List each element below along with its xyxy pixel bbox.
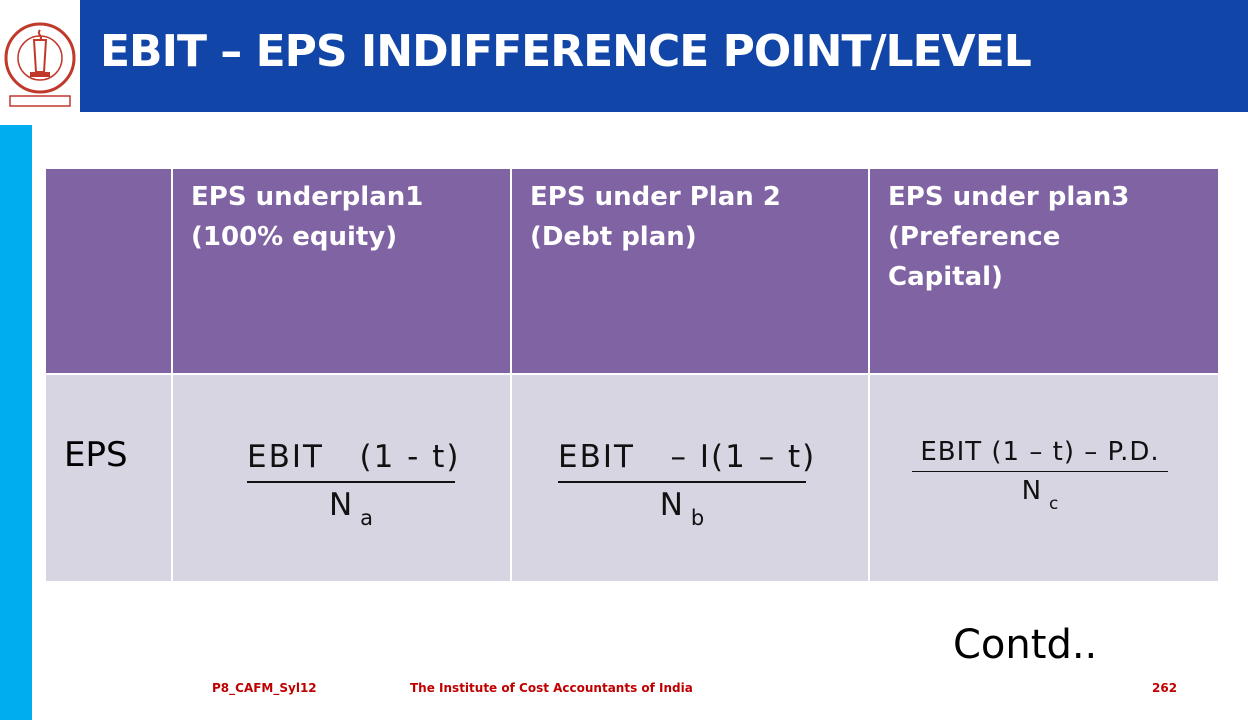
footer-institute-name: The Institute of Cost Accountants of Ind… [410, 681, 693, 695]
fraction-bar [912, 471, 1168, 472]
title-band [80, 0, 1248, 112]
header-cell-empty [44, 167, 173, 375]
fraction-bar [558, 481, 806, 483]
row-label-eps: EPS [64, 435, 128, 475]
contd-label: Contd.. [953, 622, 1098, 668]
numerator-plan2: EBIT – I(1 – t) [558, 439, 817, 475]
footer-page-number: 262 [1152, 681, 1178, 695]
numerator-plan1: EBIT (1 - t) [247, 439, 461, 475]
header-cell-plan1: EPS underplan1 (100% equity) [171, 167, 512, 375]
numerator-plan3: EBIT (1 – t) – P.D. [920, 437, 1160, 467]
institute-logo [0, 0, 80, 125]
header-cell-plan3: EPS under plan3 (Preference Capital) [868, 167, 1220, 375]
fraction-bar [247, 481, 455, 483]
eps-comparison-table: EPS underplan1 (100% equity) EPS under P… [44, 167, 1220, 583]
slide-title: EBIT – EPS INDIFFERENCE POINT/LEVEL [100, 26, 1032, 77]
table-header-row: EPS underplan1 (100% equity) EPS under P… [44, 167, 1220, 375]
footer-course-code: P8_CAFM_Syl12 [212, 681, 317, 695]
row-label-cell: EPS [44, 373, 173, 583]
header-cell-plan2: EPS under Plan 2 (Debt plan) [510, 167, 870, 375]
